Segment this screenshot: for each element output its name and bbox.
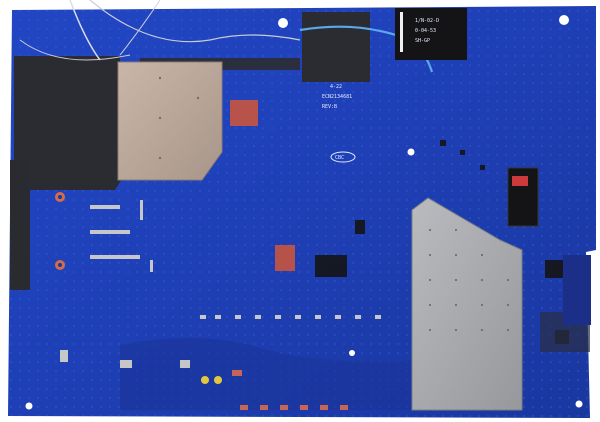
antenna-wire bbox=[69, 0, 101, 61]
sticker-text-2: 0-04-53 bbox=[415, 28, 436, 34]
black-tape-strip bbox=[10, 160, 30, 290]
shield-dot bbox=[158, 156, 162, 160]
sticker-barcode bbox=[400, 12, 403, 52]
mounting-hole bbox=[407, 148, 415, 156]
black-tape-top-middle bbox=[302, 12, 370, 82]
copper-ring-hole-center bbox=[58, 195, 62, 199]
silk-board-id: ECN2134681 bbox=[322, 94, 352, 100]
mounting-hole bbox=[559, 15, 569, 25]
antenna-wire bbox=[19, 39, 131, 61]
shield-dot bbox=[158, 116, 162, 120]
mounting-hole bbox=[575, 400, 583, 408]
rf-shield-silver bbox=[411, 197, 523, 411]
sticker-text-1: 1/N-02-D bbox=[415, 18, 439, 24]
trace-region bbox=[120, 338, 420, 410]
black-tape bbox=[14, 56, 140, 190]
antenna-wire bbox=[89, 0, 301, 43]
cbc-logo-text: CBC bbox=[335, 155, 344, 161]
capacitor bbox=[214, 376, 222, 384]
copper-ring-hole-center bbox=[58, 263, 62, 267]
sticker-label bbox=[395, 8, 467, 60]
mounting-hole bbox=[25, 402, 33, 410]
cbc-logo bbox=[330, 151, 356, 163]
mounting-hole bbox=[349, 350, 355, 356]
shield-dot bbox=[196, 96, 200, 100]
chip-marker bbox=[512, 176, 528, 186]
shield-dots-grid bbox=[428, 228, 510, 332]
sticker-text-3: SH-GP bbox=[415, 38, 430, 44]
capacitor bbox=[201, 376, 209, 384]
silk-rev: REV:B bbox=[322, 104, 337, 110]
silk-date: 4-22 bbox=[330, 84, 342, 90]
mounting-hole bbox=[278, 18, 288, 28]
antenna-wire bbox=[119, 0, 161, 56]
rf-shield-copper bbox=[117, 61, 223, 181]
port-cluster-edge bbox=[563, 255, 591, 325]
smd-components bbox=[60, 100, 585, 410]
shield-dot bbox=[158, 76, 162, 80]
